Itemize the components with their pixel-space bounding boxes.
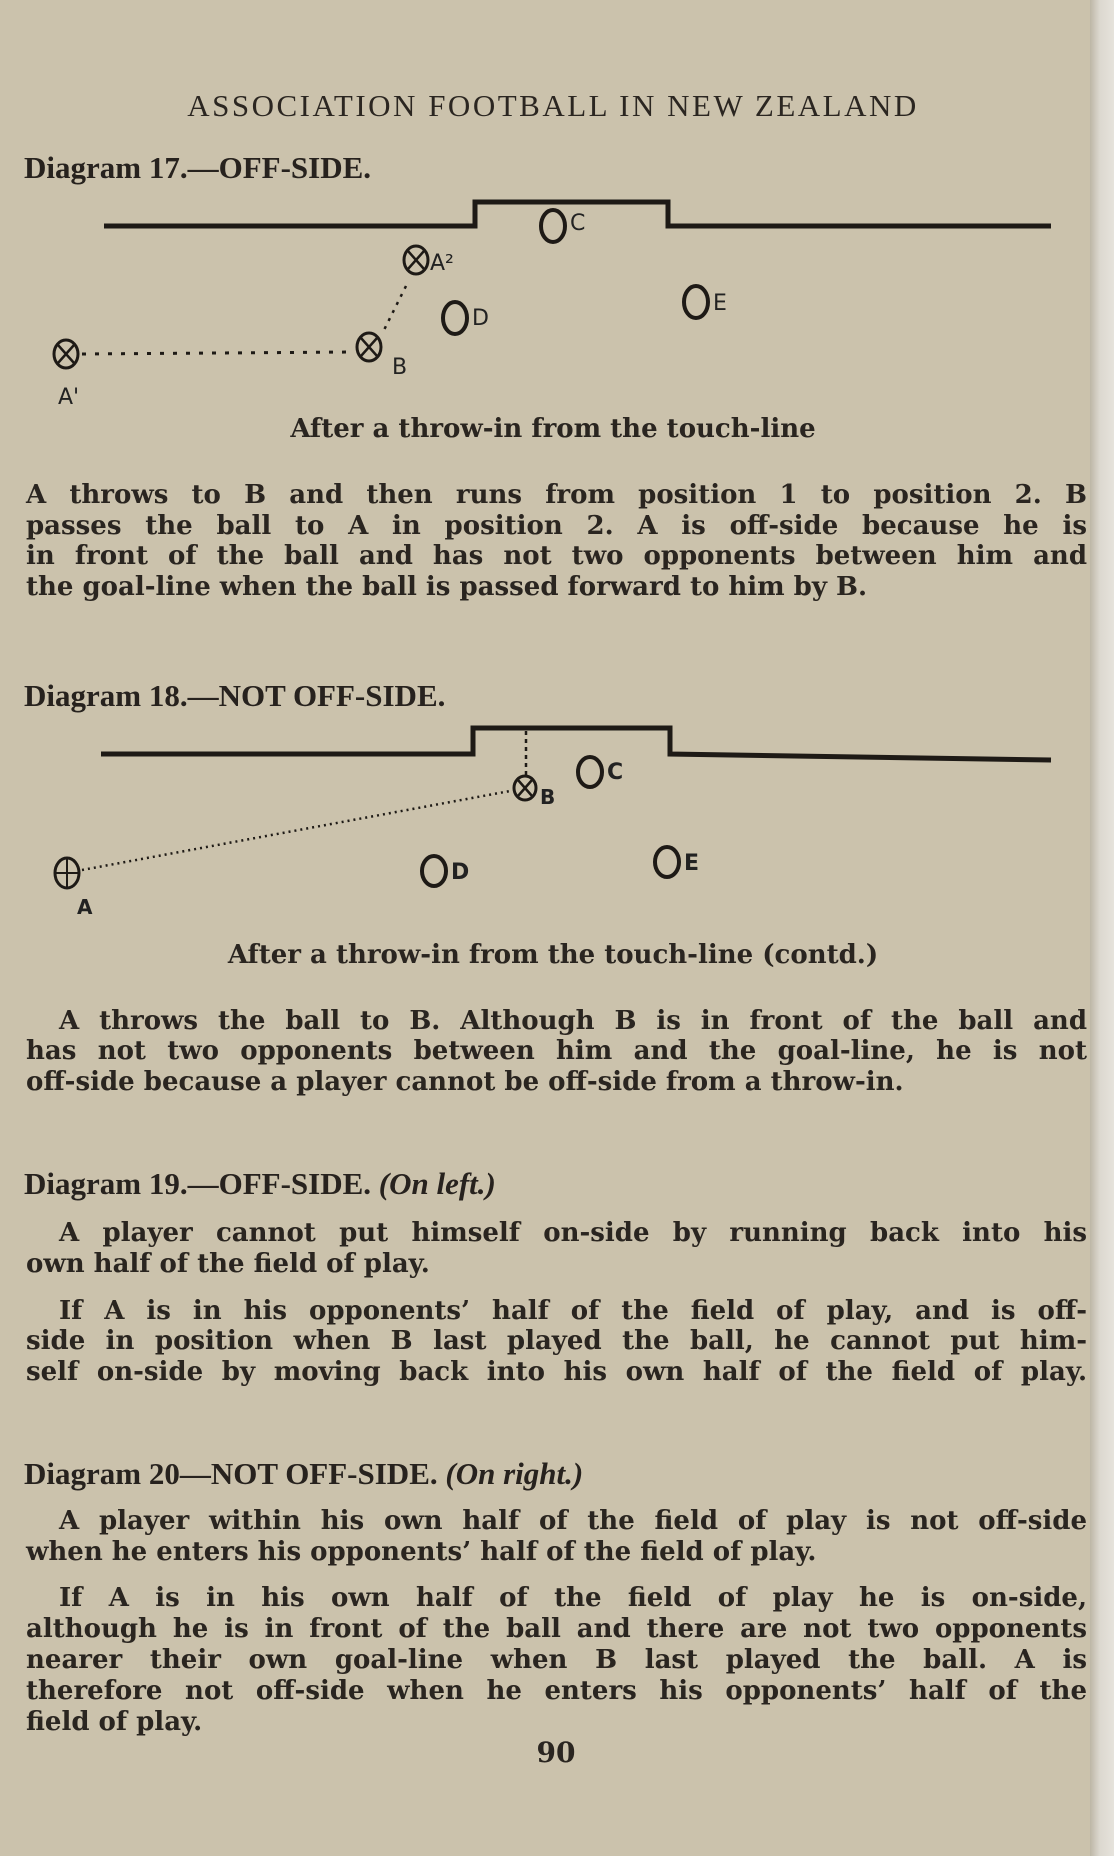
text-line: A throws to B and then runs from positio… xyxy=(26,480,1087,510)
svg-text:E: E xyxy=(684,851,699,876)
text-line: the goal-line when the ball is passed fo… xyxy=(26,572,868,602)
player-c: C xyxy=(539,208,585,244)
diagram-20-heading: Diagram 20—NOT OFF-SIDE. (On right.) xyxy=(24,1456,583,1492)
text-line: field of play. xyxy=(26,1707,203,1737)
text-line: If A is in his opponents’ half of the fi… xyxy=(59,1296,1087,1326)
player-e: E xyxy=(682,284,727,320)
svg-text:A: A xyxy=(77,895,93,919)
player-a2: A² xyxy=(402,244,454,276)
touch-line xyxy=(101,725,1052,763)
svg-text:B: B xyxy=(392,355,407,380)
throw-path xyxy=(81,350,355,356)
text-line: when he enters his opponents’ half of th… xyxy=(26,1537,817,1567)
diagram-18: B C A D E xyxy=(53,725,1052,919)
text-line: own half of the field of play. xyxy=(26,1249,430,1279)
svg-text:B: B xyxy=(540,785,555,809)
player-a1: A' xyxy=(52,338,80,410)
text-line: has not two opponents between him and th… xyxy=(26,1036,1087,1066)
player-e: E xyxy=(653,845,699,879)
player-d: D xyxy=(420,854,469,888)
page-number: 90 xyxy=(536,1736,576,1769)
svg-text:D: D xyxy=(451,860,469,885)
text-line: self on-side by moving back into his own… xyxy=(26,1357,1087,1387)
player-d: D xyxy=(441,300,489,336)
diagram-17-heading: Diagram 17.—OFF-SIDE. xyxy=(24,150,372,185)
player-c: C xyxy=(576,755,623,789)
svg-text:A': A' xyxy=(58,385,79,410)
player-a: A xyxy=(53,856,93,919)
page-edge xyxy=(1090,0,1114,1856)
heading-text: Diagram 20—NOT OFF-SIDE. xyxy=(24,1456,438,1491)
text-line: A player cannot put himself on-side by r… xyxy=(59,1218,1087,1248)
svg-text:E: E xyxy=(713,291,727,316)
diagram-17-caption: After a throw-in from the touch-line xyxy=(290,414,816,444)
touch-line xyxy=(104,199,1051,229)
text-line: nearer their own goal-line when B last p… xyxy=(26,1645,1087,1675)
text-line: side in position when B last played the … xyxy=(26,1326,1087,1356)
text-line: therefore not off-side when he enters hi… xyxy=(26,1676,1087,1706)
diagram-18-heading: Diagram 18.—NOT OFF-SIDE. xyxy=(24,678,446,713)
player-b: B xyxy=(355,331,407,380)
diagram-19-heading: Diagram 19.—OFF-SIDE. (On left.) xyxy=(24,1166,496,1202)
heading-note: (On right.) xyxy=(445,1456,584,1491)
text-line: A player within his own half of the fiel… xyxy=(59,1506,1087,1536)
svg-text:C: C xyxy=(607,760,623,785)
run-path xyxy=(380,285,408,335)
text-line: passes the ball to A in position 2. A is… xyxy=(26,511,1087,541)
player-b: B xyxy=(512,774,555,809)
diagram-17: C A² D E B A' xyxy=(52,199,1051,410)
svg-text:D: D xyxy=(472,306,489,331)
text-line: A throws the ball to B. Although B is in… xyxy=(59,1006,1087,1036)
svg-text:A²: A² xyxy=(430,251,454,276)
diagram-18-caption: After a throw-in from the touch-line (co… xyxy=(227,940,879,970)
text-line: off-side because a player cannot be off-… xyxy=(26,1067,904,1097)
svg-text:C: C xyxy=(570,211,585,236)
running-head: ASSOCIATION FOOTBALL IN NEW ZEALAND xyxy=(187,88,919,123)
text-line: If A is in his own half of the field of … xyxy=(59,1583,1087,1613)
text-line: although he is in front of the ball and … xyxy=(26,1614,1087,1644)
heading-note: (On left.) xyxy=(378,1166,496,1201)
throw-path xyxy=(81,789,511,872)
heading-text: Diagram 19.—OFF-SIDE. xyxy=(24,1166,372,1201)
text-line: in front of the ball and has not two opp… xyxy=(26,541,1087,571)
